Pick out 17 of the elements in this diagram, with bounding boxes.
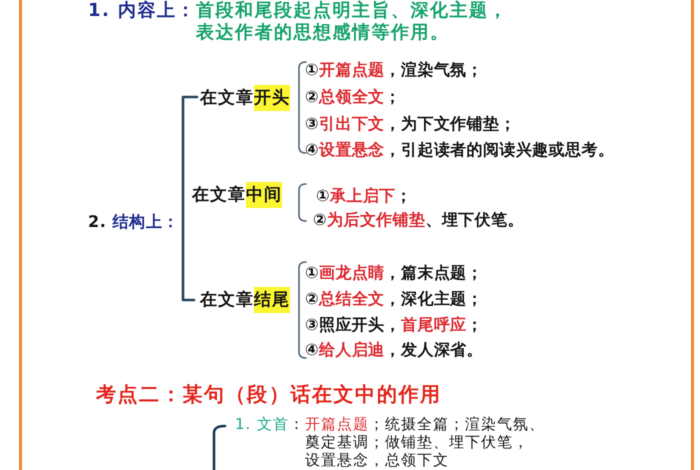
list-item: ②总结全文，深化主题； <box>305 288 483 310</box>
list-item: ②总领全文； <box>305 86 401 108</box>
branch-label: 在文章中间 <box>192 182 282 208</box>
list-item: ②为后文作铺垫、埋下伏笔。 <box>313 209 524 231</box>
list-item: ③引出下文，为下文作铺垫； <box>305 113 516 135</box>
list-item: ③照应开头，首尾呼应； <box>305 314 483 336</box>
numbered-point: 1. 内容上：首段和尾段起点明主旨、深化主题，表达作者的思想感情等作用。 <box>88 0 508 44</box>
list-item: ④给人启迪，发人深省。 <box>305 339 483 361</box>
list-item: ④设置悬念，引起读者的阅读兴趣或思考。 <box>305 139 614 161</box>
numbered-point: 1. 文首：开篇点题；统摄全篇；渲染气氛、奠定基调；做铺垫、埋下伏笔，设置悬念，总领下文 <box>235 415 546 469</box>
category-label: 2. 结构上： <box>88 211 179 233</box>
list-item: ①承上启下； <box>316 185 412 207</box>
list-item: ①画龙点睛，篇末点题； <box>305 262 483 284</box>
list-item: ①开篇点题，渲染气氛； <box>305 59 483 81</box>
section-heading: 考点二：某句（段）话在文中的作用 <box>96 381 442 408</box>
branch-label: 在文章开头 <box>200 86 290 110</box>
branch-label: 在文章结尾 <box>200 288 290 312</box>
